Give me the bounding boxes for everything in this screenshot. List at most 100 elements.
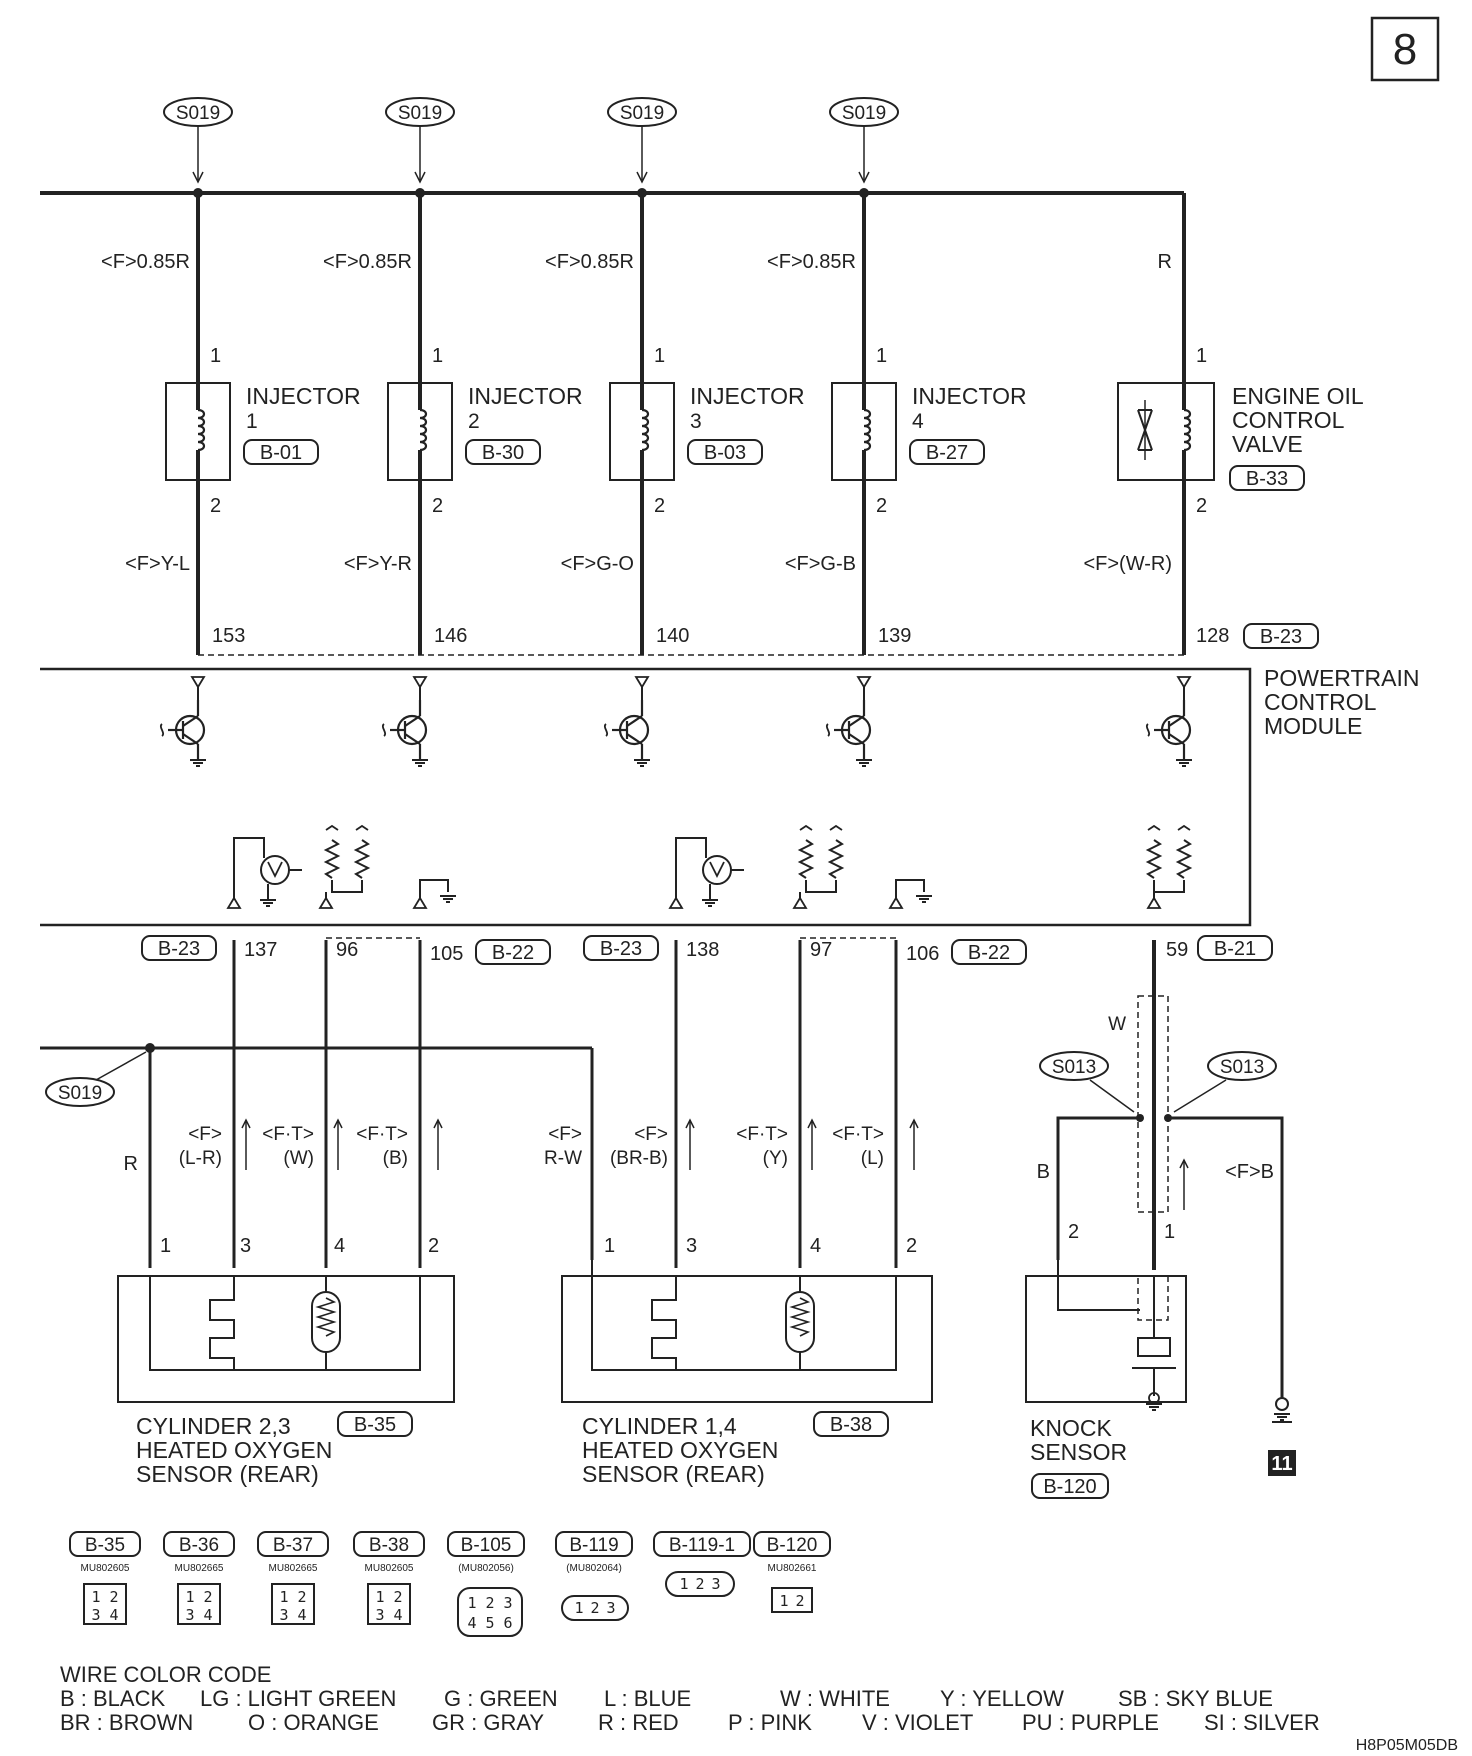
svg-text:3: 3 bbox=[91, 1606, 100, 1624]
svg-text:Y : YELLOW: Y : YELLOW bbox=[940, 1686, 1064, 1711]
svg-text:1: 1 bbox=[160, 1235, 171, 1257]
svg-text:<F>: <F> bbox=[188, 1124, 222, 1145]
sensor-a: CYLINDER 2,3 HEATED OXYGEN SENSOR (REAR)… bbox=[117, 1275, 455, 1487]
svg-text:4: 4 bbox=[912, 410, 924, 433]
engine-oil-control-valve: R 1 ENGINE OIL CONTROL VALVE B-33 2 <F>(… bbox=[1083, 251, 1364, 649]
svg-text:B-03: B-03 bbox=[704, 442, 746, 464]
svg-text:B-27: B-27 bbox=[926, 442, 968, 464]
svg-text:139: 139 bbox=[878, 625, 911, 647]
svg-text:B-33: B-33 bbox=[1246, 468, 1288, 490]
svg-text:B : BLACK: B : BLACK bbox=[60, 1686, 165, 1711]
svg-text:W : WHITE: W : WHITE bbox=[780, 1686, 890, 1711]
svg-text:HEATED OXYGEN: HEATED OXYGEN bbox=[136, 1437, 332, 1463]
svg-text:B: B bbox=[1037, 1161, 1050, 1183]
svg-text:B-23: B-23 bbox=[600, 938, 642, 960]
splice-top-4: S019 bbox=[829, 97, 899, 198]
svg-text:140: 140 bbox=[656, 625, 689, 647]
svg-text:3: 3 bbox=[279, 1606, 288, 1624]
svg-text:1: 1 bbox=[467, 1594, 476, 1612]
svg-text:B-120: B-120 bbox=[767, 1535, 818, 1556]
svg-text:B-22: B-22 bbox=[492, 942, 534, 964]
svg-text:<F>0.85R: <F>0.85R bbox=[101, 251, 190, 273]
svg-text:2: 2 bbox=[428, 1235, 439, 1257]
svg-text:(B): (B) bbox=[383, 1148, 408, 1169]
svg-text:LG : LIGHT GREEN: LG : LIGHT GREEN bbox=[200, 1686, 396, 1711]
page-number: 8 bbox=[1393, 25, 1417, 74]
svg-text:INJECTOR: INJECTOR bbox=[690, 383, 805, 409]
svg-text:B-22: B-22 bbox=[968, 942, 1010, 964]
svg-text:1: 1 bbox=[574, 1599, 583, 1617]
svg-text:1: 1 bbox=[779, 1592, 788, 1610]
svg-text:2: 2 bbox=[876, 495, 887, 517]
svg-text:(L): (L) bbox=[861, 1148, 884, 1169]
svg-text:<F>0.85R: <F>0.85R bbox=[323, 251, 412, 273]
svg-text:S013: S013 bbox=[1220, 1057, 1264, 1078]
svg-text:INJECTOR: INJECTOR bbox=[912, 383, 1027, 409]
svg-text:SI : SILVER: SI : SILVER bbox=[1204, 1710, 1320, 1735]
svg-text:PU : PURPLE: PU : PURPLE bbox=[1022, 1710, 1159, 1735]
svg-text:1: 1 bbox=[375, 1588, 384, 1606]
pcm-drivers bbox=[159, 676, 1194, 768]
svg-text:HEATED OXYGEN: HEATED OXYGEN bbox=[582, 1437, 778, 1463]
diagram-code: H8P05M05DB bbox=[1356, 1737, 1458, 1754]
svg-text:B-105: B-105 bbox=[461, 1535, 512, 1556]
svg-text:2: 2 bbox=[109, 1588, 118, 1606]
svg-text:<F>: <F> bbox=[548, 1124, 582, 1145]
svg-text:2: 2 bbox=[485, 1594, 494, 1612]
svg-text:2: 2 bbox=[695, 1575, 704, 1593]
injector-3: <F>0.85R 1 INJECTOR 3 B-03 2 <F>G-O 140 bbox=[545, 251, 805, 647]
pcm-bottom-connectors: B-23 137 96 105 B-22 B-23 138 97 106 B-2… bbox=[141, 935, 1273, 965]
splice-top-3: S019 bbox=[607, 97, 677, 198]
wire-color-code: WIRE COLOR CODE B : BLACK LG : LIGHT GRE… bbox=[60, 1662, 1320, 1735]
svg-text:3: 3 bbox=[686, 1235, 697, 1257]
sensor-b: CYLINDER 1,4 HEATED OXYGEN SENSOR (REAR)… bbox=[561, 1260, 933, 1487]
svg-text:2: 2 bbox=[1196, 495, 1207, 517]
svg-text:CYLINDER 1,4: CYLINDER 1,4 bbox=[582, 1413, 737, 1439]
svg-text:BR : BROWN: BR : BROWN bbox=[60, 1710, 193, 1735]
svg-text:S013: S013 bbox=[1052, 1057, 1096, 1078]
svg-text:B-38: B-38 bbox=[369, 1535, 409, 1556]
injector-2: <F>0.85R 1 INJECTOR 2 B-30 2 <F>Y-R 146 bbox=[323, 251, 583, 647]
svg-text:1: 1 bbox=[1164, 1221, 1175, 1243]
svg-text:P : PINK: P : PINK bbox=[728, 1710, 812, 1735]
svg-text:R-W: R-W bbox=[544, 1148, 582, 1169]
svg-text:B-120: B-120 bbox=[1043, 1476, 1096, 1498]
svg-text:MU802665: MU802665 bbox=[269, 1563, 318, 1574]
svg-text:SENSOR: SENSOR bbox=[1030, 1439, 1127, 1465]
svg-text:(W): (W) bbox=[283, 1148, 314, 1169]
svg-text:S019: S019 bbox=[842, 103, 886, 124]
svg-text:6: 6 bbox=[503, 1614, 512, 1632]
svg-text:3: 3 bbox=[240, 1235, 251, 1257]
svg-text:O : ORANGE: O : ORANGE bbox=[248, 1710, 379, 1735]
svg-text:R: R bbox=[1158, 251, 1172, 273]
svg-text:S019: S019 bbox=[58, 1083, 102, 1104]
injector-1: <F>0.85R 1 INJECTOR 1 B-01 2 <F>Y-L 153 bbox=[101, 251, 361, 647]
svg-text:2: 2 bbox=[795, 1592, 804, 1610]
svg-text:2: 2 bbox=[590, 1599, 599, 1617]
svg-text:B-35: B-35 bbox=[354, 1414, 396, 1436]
svg-text:2: 2 bbox=[906, 1235, 917, 1257]
svg-text:2: 2 bbox=[654, 495, 665, 517]
svg-text:105: 105 bbox=[430, 943, 463, 965]
svg-text:146: 146 bbox=[434, 625, 467, 647]
svg-text:3: 3 bbox=[606, 1599, 615, 1617]
svg-text:<F>0.85R: <F>0.85R bbox=[767, 251, 856, 273]
svg-text:<F>(W-R): <F>(W-R) bbox=[1083, 553, 1172, 575]
svg-text:VALVE: VALVE bbox=[1232, 431, 1303, 457]
svg-text:W: W bbox=[1108, 1014, 1126, 1035]
svg-text:POWERTRAIN: POWERTRAIN bbox=[1264, 665, 1419, 691]
svg-text:(MU802056): (MU802056) bbox=[458, 1563, 514, 1574]
svg-text:<F·T>: <F·T> bbox=[736, 1124, 788, 1145]
ground-id: 11 bbox=[1271, 1453, 1292, 1475]
sensor-b-wiring: <F> R-W <F> (BR-B) <F·T> (Y) <F·T> (L) 1… bbox=[544, 940, 919, 1268]
svg-text:4: 4 bbox=[109, 1606, 118, 1624]
svg-text:<F>G-O: <F>G-O bbox=[561, 553, 634, 575]
svg-text:4: 4 bbox=[467, 1614, 476, 1632]
svg-text:CYLINDER 2,3: CYLINDER 2,3 bbox=[136, 1413, 291, 1439]
svg-text:3: 3 bbox=[185, 1606, 194, 1624]
svg-text:4: 4 bbox=[334, 1235, 345, 1257]
powertrain-control-module: POWERTRAIN CONTROL MODULE bbox=[40, 665, 1419, 927]
svg-text:B-35: B-35 bbox=[85, 1535, 125, 1556]
svg-text:B-36: B-36 bbox=[179, 1535, 219, 1556]
svg-text:3: 3 bbox=[375, 1606, 384, 1624]
